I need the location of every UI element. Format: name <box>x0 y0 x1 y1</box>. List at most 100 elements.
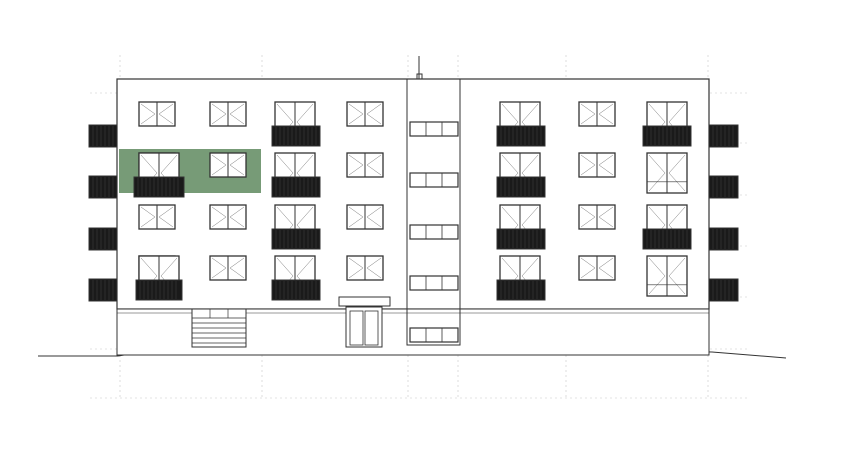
window-icon[interactable] <box>209 101 247 127</box>
window-icon[interactable] <box>409 327 459 343</box>
door-icon[interactable] <box>345 306 383 348</box>
balcony-railing <box>88 175 118 199</box>
window-swing <box>598 154 614 176</box>
balcony-icon <box>496 176 546 198</box>
window-icon[interactable] <box>346 204 384 230</box>
window-swing <box>229 154 245 176</box>
window-icon[interactable] <box>578 204 616 230</box>
balcony-railing <box>708 124 739 148</box>
window-icon[interactable] <box>409 275 459 291</box>
stair-window-frame <box>409 172 459 188</box>
window-swing <box>211 206 227 228</box>
balcony-railing <box>708 227 739 251</box>
stair-window-frame <box>409 121 459 137</box>
balcony-icon <box>271 125 321 147</box>
window-swing <box>229 206 245 228</box>
window-icon[interactable] <box>209 255 247 281</box>
window-swing <box>598 206 614 228</box>
window-swing <box>211 154 227 176</box>
window-swing <box>580 103 596 125</box>
antenna-icon <box>416 56 423 80</box>
entrance <box>338 296 391 348</box>
window-icon[interactable] <box>578 152 616 178</box>
balcony-railing <box>135 279 183 301</box>
window-icon[interactable] <box>209 152 247 178</box>
balcony-railing <box>708 278 739 302</box>
balcony-icon <box>271 279 321 301</box>
window-icon[interactable] <box>138 101 176 127</box>
window-icon[interactable] <box>578 255 616 281</box>
window-icon[interactable] <box>409 172 459 188</box>
stair-window-frame <box>409 327 459 343</box>
window-icon[interactable] <box>646 152 688 194</box>
balcony-icon <box>88 124 118 148</box>
balcony-icon <box>271 176 321 198</box>
balcony-icon <box>496 125 546 147</box>
window-icon[interactable] <box>346 101 384 127</box>
entrance-canopy <box>338 296 391 307</box>
window-swing <box>366 257 382 279</box>
garage-door-icon[interactable] <box>191 308 247 348</box>
balcony-icon <box>642 125 692 147</box>
window-swing <box>366 206 382 228</box>
stair-window-frame <box>409 224 459 240</box>
balcony-icon <box>496 279 546 301</box>
balcony-icon <box>708 278 739 302</box>
balcony-railing <box>133 176 185 198</box>
stair-window-frame <box>409 275 459 291</box>
facade-openings <box>88 101 739 343</box>
window-swing <box>348 154 364 176</box>
window-swing <box>668 154 686 192</box>
balcony-icon <box>708 227 739 251</box>
balcony-icon <box>708 175 739 199</box>
balcony-railing <box>88 227 118 251</box>
balcony-icon <box>88 175 118 199</box>
window-swing <box>158 103 174 125</box>
window-icon[interactable] <box>578 101 616 127</box>
window-icon[interactable] <box>209 204 247 230</box>
window-swing <box>348 103 364 125</box>
window-swing <box>580 206 596 228</box>
window-swing <box>348 206 364 228</box>
window-icon[interactable] <box>409 224 459 240</box>
building-facade <box>116 78 710 310</box>
window-swing <box>598 257 614 279</box>
balcony-railing <box>88 278 118 302</box>
window-swing <box>648 154 666 192</box>
door-leaf <box>349 310 364 346</box>
balcony-icon <box>271 228 321 250</box>
window-swing <box>140 206 156 228</box>
stairwell <box>406 78 461 346</box>
window-swing <box>211 257 227 279</box>
window-swing <box>648 257 666 295</box>
window-swing <box>348 257 364 279</box>
window-swing <box>366 103 382 125</box>
balcony-icon <box>642 228 692 250</box>
window-swing <box>229 103 245 125</box>
window-swing <box>668 257 686 295</box>
window-icon[interactable] <box>346 152 384 178</box>
window-swing <box>598 103 614 125</box>
window-icon[interactable] <box>138 204 176 230</box>
window-icon[interactable] <box>346 255 384 281</box>
window-icon[interactable] <box>409 121 459 137</box>
balcony-icon <box>88 278 118 302</box>
window-icon[interactable] <box>646 255 688 297</box>
window-swing <box>229 257 245 279</box>
balcony-icon <box>88 227 118 251</box>
balcony-railing <box>88 124 118 148</box>
window-swing <box>211 103 227 125</box>
window-swing <box>140 103 156 125</box>
balcony-icon <box>496 228 546 250</box>
balcony-icon <box>133 176 185 198</box>
window-swing <box>580 257 596 279</box>
window-swing <box>366 154 382 176</box>
balcony-icon <box>135 279 183 301</box>
window-swing <box>580 154 596 176</box>
door-leaf <box>364 310 379 346</box>
window-swing <box>158 206 174 228</box>
balcony-icon <box>708 124 739 148</box>
balcony-railing <box>708 175 739 199</box>
